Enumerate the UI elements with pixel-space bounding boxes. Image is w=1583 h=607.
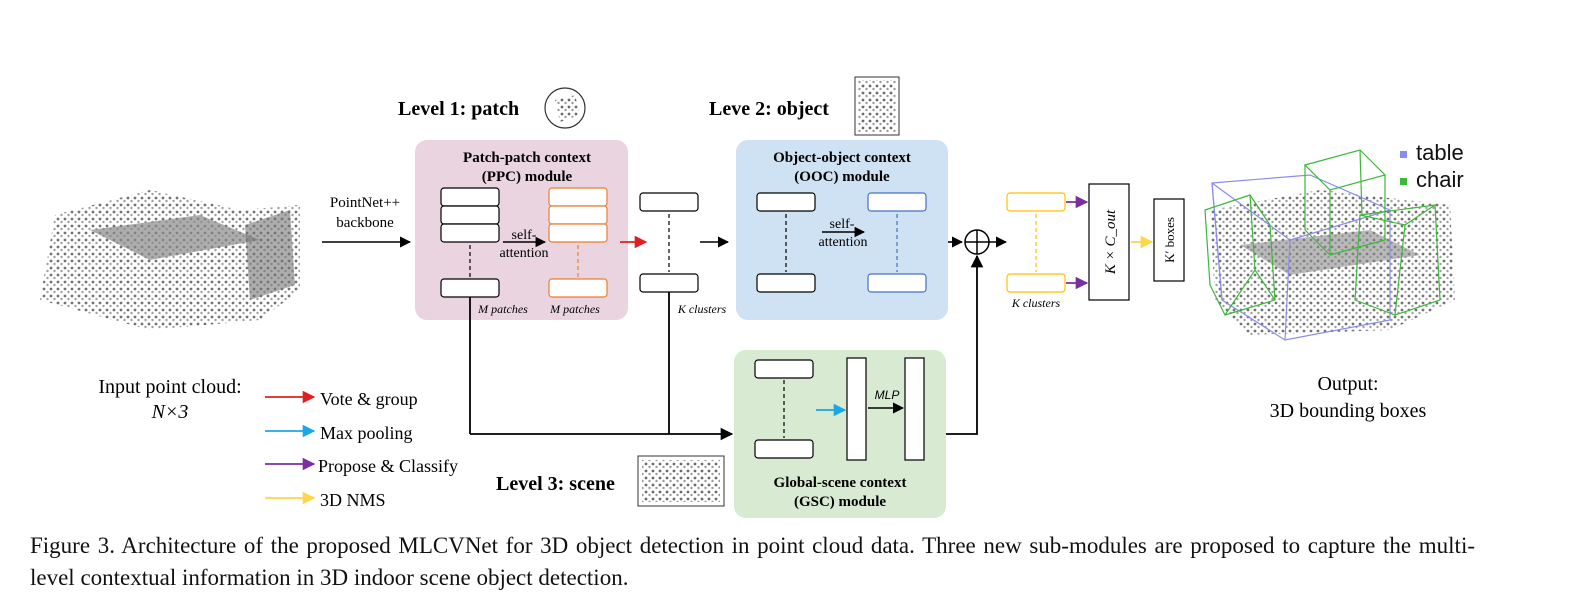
- ooc-output-1: [867, 192, 927, 212]
- legend-label-3d-nms: 3D NMS: [320, 490, 386, 510]
- middle-cluster-column: K clusters: [639, 192, 727, 316]
- level-1-heading: Level 1: patch: [398, 98, 519, 120]
- gsc-input-1: [754, 359, 814, 379]
- ppc-title-line1: Patch-patch context: [463, 150, 591, 166]
- gsc-title-line1: Global-scene context: [774, 475, 907, 491]
- output-label-line2: 3D bounding boxes: [1270, 400, 1427, 422]
- ppc-output-patch-m: [548, 278, 608, 298]
- ooc-self-attention-line2: attention: [819, 235, 868, 250]
- output-point-cloud-image: [1204, 149, 1455, 341]
- middle-clusters-label: K clusters: [677, 302, 727, 316]
- ooc-input-k: [756, 273, 816, 293]
- kcout-block: K × C_out: [1088, 183, 1130, 301]
- class-legend-swatch-chair: [1400, 178, 1407, 185]
- input-point-cloud-image: [40, 190, 300, 330]
- output-label-line1: Output:: [1317, 373, 1378, 395]
- ppc-input-patch-3: [440, 223, 500, 243]
- input-label-line1: Input point cloud:: [98, 376, 241, 398]
- gsc-pooled-feature: [846, 357, 867, 461]
- legend-label-propose-classify: Propose & Classify: [318, 456, 458, 476]
- ppc-patches-right-label: M patches: [549, 302, 600, 316]
- gsc-input-k: [754, 439, 814, 459]
- middle-cluster-k: [639, 273, 699, 293]
- ppc-output-patch-1: [548, 187, 608, 207]
- ooc-module: Object-object context (OOC) module self-…: [736, 140, 948, 320]
- ooc-title-line2: (OOC) module: [794, 169, 890, 185]
- legend-label-max-pooling: Max pooling: [320, 423, 413, 443]
- chair-bounding-boxes: [1204, 149, 1441, 316]
- sum-node: [964, 229, 990, 255]
- ppc-input-patch-m: [440, 278, 500, 298]
- kcout-label: K × C_out: [1103, 209, 1119, 275]
- class-legend-label-chair: chair: [1416, 167, 1464, 192]
- ppc-self-attention-line2: attention: [500, 246, 549, 261]
- level-3-heading: Level 3: scene: [496, 473, 615, 495]
- ppc-input-patch-2: [440, 205, 500, 225]
- ppc-title-line2: (PPC) module: [482, 169, 573, 185]
- class-legend: table chair: [1400, 140, 1464, 192]
- ooc-output-k: [867, 273, 927, 293]
- arrow-legend: Vote & group Max pooling Propose & Class…: [265, 389, 458, 510]
- level-1-patch-thumbnail: [544, 87, 586, 129]
- figure-caption: Figure 3. Architecture of the proposed M…: [30, 533, 1475, 590]
- gsc-mlp-label: MLP: [875, 388, 900, 402]
- backbone-label-line2: backbone: [336, 215, 394, 231]
- gsc-module: MLP Global-scene context (GSC) module: [734, 350, 946, 518]
- ppc-input-patch-1: [440, 187, 500, 207]
- right-cluster-k: [1006, 273, 1066, 293]
- ppc-module: Patch-patch context (PPC) module self- a…: [415, 140, 628, 320]
- architecture-diagram: table chair Level 1: patch Leve 2: objec…: [40, 76, 1464, 518]
- gsc-input-connections: [469, 292, 734, 441]
- ppc-output-patch-2: [548, 205, 608, 225]
- ooc-self-attention-line1: self-: [830, 217, 855, 232]
- ppc-patches-left-label: M patches: [477, 302, 528, 316]
- ooc-input-1: [756, 192, 816, 212]
- gsc-to-sum-arrow: [946, 254, 984, 435]
- ooc-title-line1: Object-object context: [773, 150, 911, 166]
- middle-cluster-1: [639, 192, 699, 212]
- legend-label-vote-group: Vote & group: [320, 389, 418, 409]
- ppc-output-patch-3: [548, 223, 608, 243]
- input-label-line2: N×3: [151, 401, 189, 423]
- level-2-heading: Leve 2: object: [709, 98, 829, 120]
- gsc-title-line2: (GSC) module: [794, 494, 886, 510]
- kprime-block: K′ boxes: [1153, 198, 1185, 282]
- class-legend-swatch-table: [1400, 151, 1407, 158]
- right-clusters-label: K clusters: [1011, 296, 1061, 310]
- kprime-label: K′ boxes: [1162, 217, 1177, 263]
- class-legend-label-table: table: [1416, 140, 1464, 165]
- backbone-label-line1: PointNet++: [330, 195, 400, 211]
- level-3-scene-thumbnail: [637, 455, 725, 507]
- right-cluster-1: [1006, 192, 1066, 212]
- level-2-object-thumbnail: [854, 76, 900, 136]
- gsc-global-feature: [904, 357, 925, 461]
- right-cluster-column: K clusters: [1006, 192, 1066, 310]
- ppc-self-attention-line1: self-: [512, 228, 537, 243]
